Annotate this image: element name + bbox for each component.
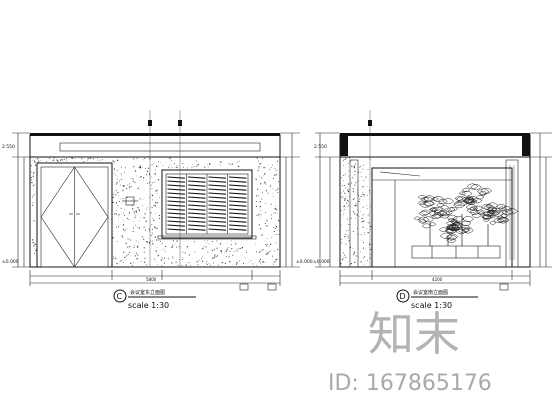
right-marker-letter: D	[400, 292, 406, 301]
watermark: 知末 ID: 167865176	[328, 307, 492, 396]
left-scale-text: scale 1:30	[128, 301, 169, 310]
right-ceiling-band	[339, 134, 531, 158]
right-title-text: 会议室南立面图	[413, 289, 448, 296]
left-wall	[29, 156, 281, 268]
left-level-top: 2.550	[2, 144, 15, 150]
right-bottom-dimensions: 4200	[339, 270, 531, 286]
right-wall-right-pier	[522, 136, 530, 156]
left-wall-stipple	[30, 157, 280, 267]
left-ceiling-band	[29, 134, 281, 158]
right-elevation-title: D 会议室南立面图 scale 1:30	[396, 289, 478, 310]
left-title-text: 会议室东立面图	[130, 289, 165, 296]
right-section-marker	[396, 289, 410, 303]
watermark-id: ID: 167865176	[328, 371, 492, 396]
right-inner-frame	[371, 167, 513, 268]
left-elev-right-level-bottom: ±0.000	[296, 259, 313, 265]
shutter-window	[157, 169, 257, 240]
right-level-top: 2.550	[314, 144, 327, 150]
left-level-marks: 2.550 ±0.000	[2, 132, 30, 268]
left-elev-right-level-marks: ±0.000	[280, 132, 313, 268]
left-section-marker	[113, 289, 127, 303]
left-elevation: 2.550 ±0.000 ±0.000 5800	[2, 110, 313, 310]
left-bottom-dimensions: 5800	[29, 270, 281, 286]
wall-sconce	[122, 196, 138, 206]
left-ceiling-slab	[30, 133, 280, 136]
right-wall-left-pier	[340, 136, 348, 156]
planter-tree-scene	[413, 183, 519, 246]
right-level-bottom: ±0.000	[313, 259, 330, 265]
left-marker-letter: C	[117, 292, 123, 301]
double-door	[36, 162, 113, 268]
right-dim-total: 4200	[432, 277, 443, 282]
left-dim-total: 5800	[146, 277, 157, 282]
left-elevation-title: C 会议室东立面图 scale 1:30	[113, 289, 196, 310]
right-scale-text: scale 1:30	[411, 301, 452, 310]
left-level-bottom: ±0.000	[2, 259, 19, 265]
watermark-brand: 知末	[368, 307, 460, 361]
right-elev-right-level-marks	[530, 132, 552, 268]
right-elevation: 2.550 ±0.000 4200 D 会议室南立面图	[313, 110, 552, 310]
right-elev-left-level-marks: 2.550 ±0.000	[313, 132, 340, 268]
left-cornice	[59, 142, 261, 152]
